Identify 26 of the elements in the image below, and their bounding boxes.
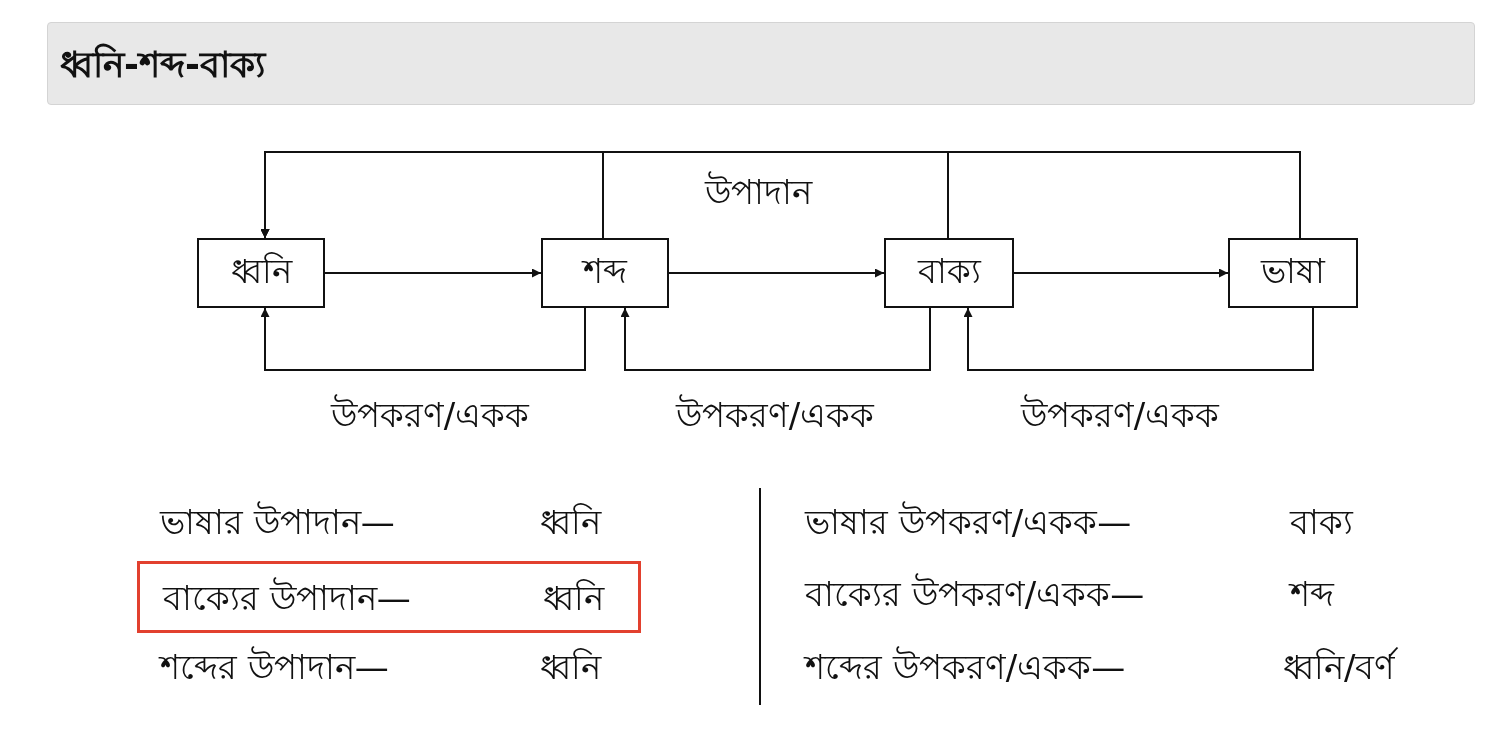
arrow xyxy=(668,268,885,278)
row-label: শব্দের উপাদান— xyxy=(160,645,389,689)
row-label: ভাষার উপাদান— xyxy=(160,500,395,544)
arrow xyxy=(963,307,1314,371)
flow-box: শব্দ xyxy=(541,238,669,308)
row-value: ধ্বনি xyxy=(540,501,601,544)
arrow xyxy=(620,307,931,371)
arrow xyxy=(260,151,949,239)
arrow xyxy=(1013,268,1229,278)
flow-box: ধ্বনি xyxy=(197,238,325,308)
row-value: ধ্বনি xyxy=(540,646,601,689)
flow-box: ভাষা xyxy=(1228,238,1358,308)
row-value: বাক্য xyxy=(1290,501,1353,544)
arrow xyxy=(260,307,586,371)
title: ধ্বনি-শব্দ-বাক্য xyxy=(60,42,265,87)
diagram-label: উপাদান xyxy=(705,170,812,214)
row-value: ধ্বনি xyxy=(543,577,604,620)
row-value: ধ্বনি/বর্ণ xyxy=(1283,646,1396,689)
row-label: ভাষার উপকরণ/একক— xyxy=(805,500,1132,544)
row-label: শব্দের উপকরণ/একক— xyxy=(805,645,1126,689)
highlight-box xyxy=(137,561,641,633)
row-label: বাক্যের উপাদান— xyxy=(163,576,411,620)
flow-box: বাক্য xyxy=(884,238,1014,308)
arrow xyxy=(324,268,542,278)
row-label: বাক্যের উপকরণ/একক— xyxy=(805,572,1145,616)
row-value: শব্দ xyxy=(1290,573,1334,616)
